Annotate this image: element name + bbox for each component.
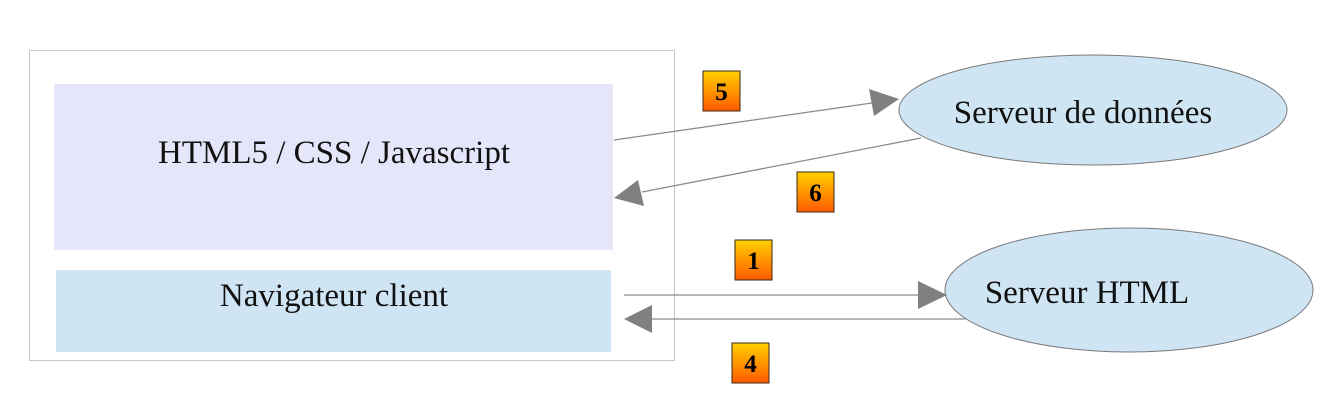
browser-label: Navigateur client <box>220 278 448 314</box>
html-server-label: Serveur HTML <box>985 275 1189 311</box>
data-server-node <box>898 54 1288 166</box>
step-badge-5-label: 5 <box>715 79 728 106</box>
web-layer-label: HTML5 / CSS / Javascript <box>158 135 510 171</box>
web-layer-box <box>54 84 613 250</box>
response-data-arrow-head <box>614 180 644 206</box>
response-html-arrow-head <box>624 305 652 333</box>
browser-box <box>56 270 611 352</box>
step-badge-1: 1 <box>734 239 773 281</box>
step-badge-5: 5 <box>702 70 741 112</box>
step-badge-6: 6 <box>796 171 835 213</box>
response-data-arrow-line <box>641 137 922 193</box>
step-badge-1-label: 1 <box>747 248 760 275</box>
step-badge-4-label: 4 <box>744 351 757 378</box>
request-data-arrow-line <box>613 102 873 141</box>
data-server-label: Serveur de données <box>954 95 1212 131</box>
step-badge-4: 4 <box>731 342 770 384</box>
html-server-node <box>944 227 1314 353</box>
request-html-arrow-head <box>918 281 947 309</box>
request-data-arrow-head <box>869 89 899 116</box>
step-badge-6-label: 6 <box>809 180 822 207</box>
